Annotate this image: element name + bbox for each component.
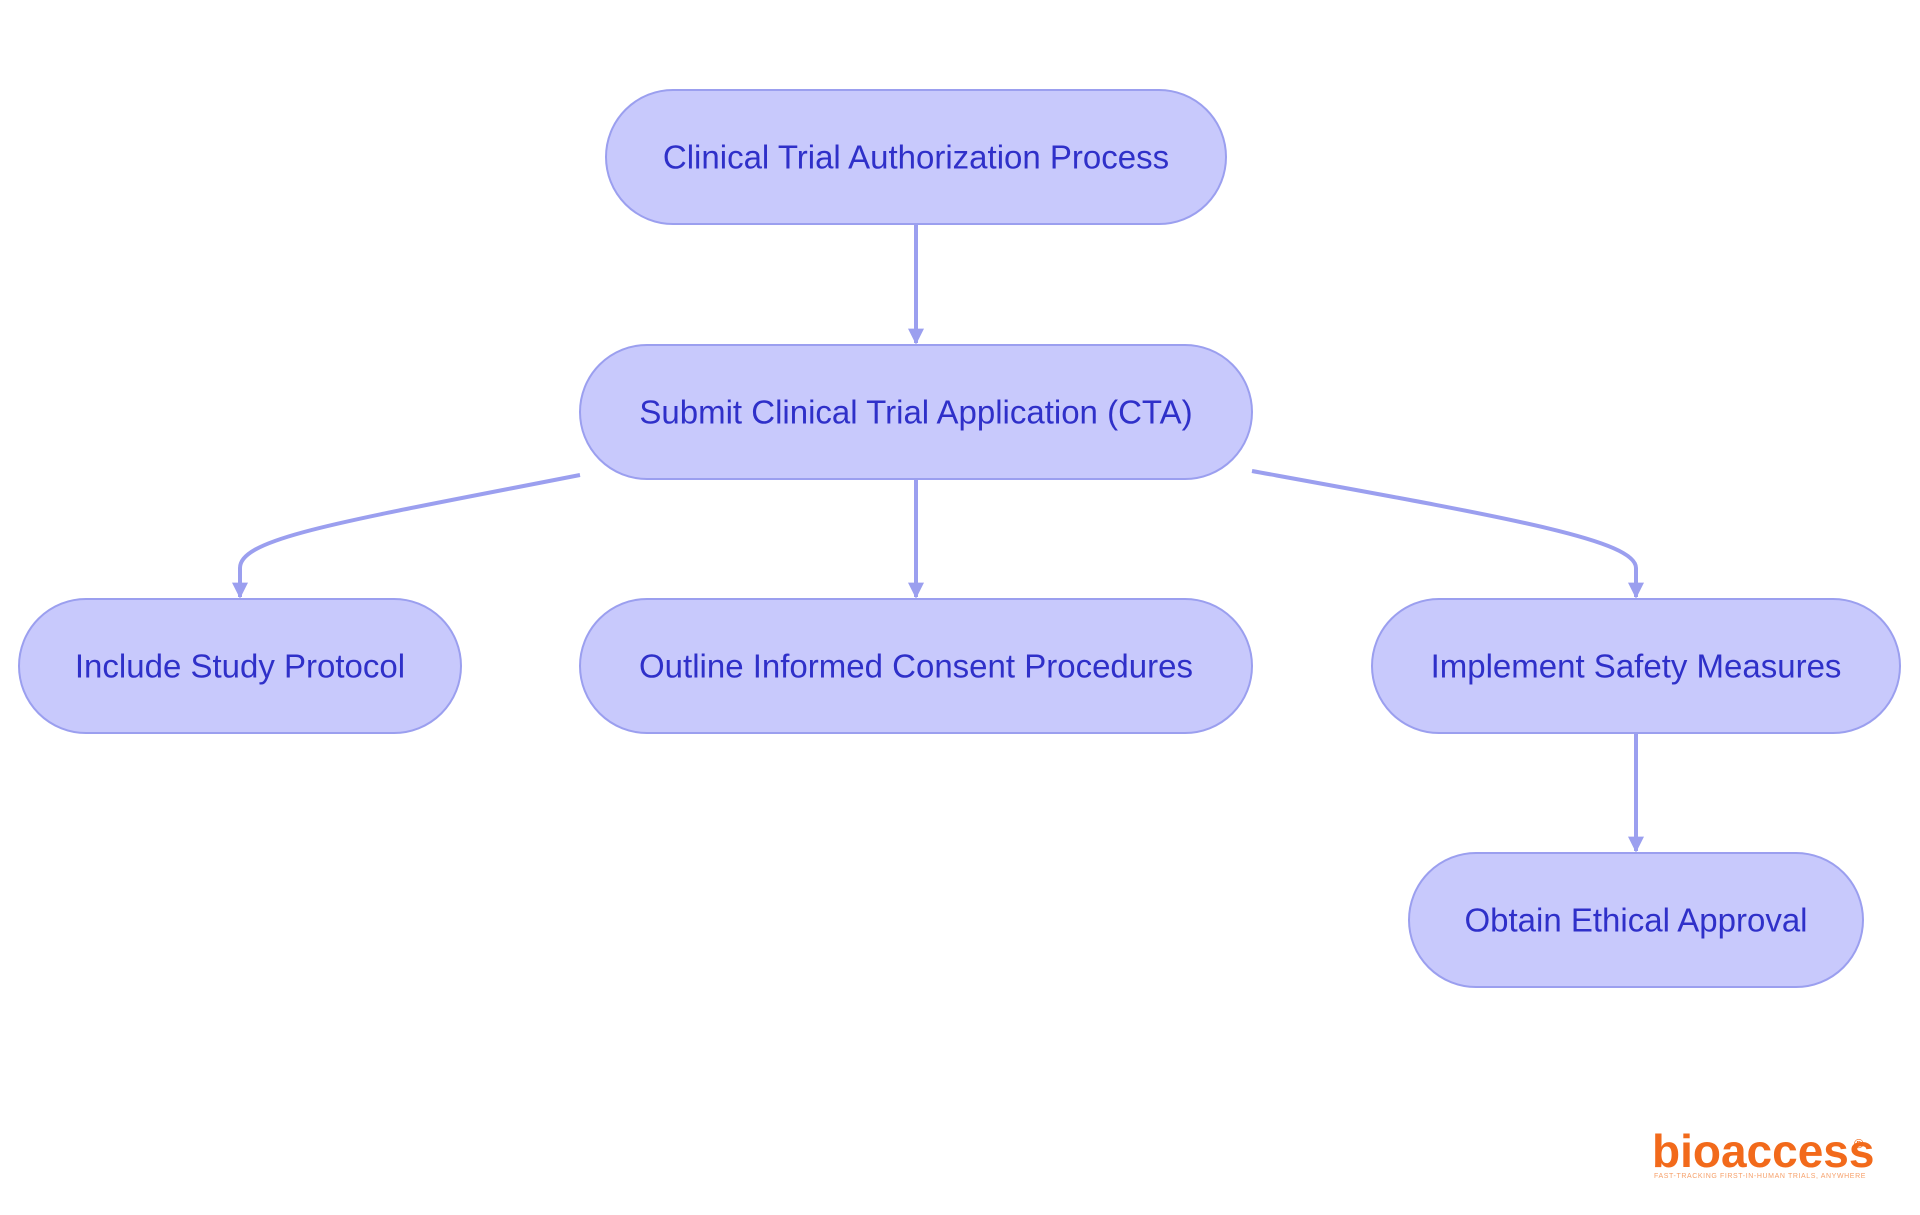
node-box <box>1408 852 1864 988</box>
node-label: Outline Informed Consent Procedures <box>639 648 1193 685</box>
edge-cta-to-protocol <box>232 473 581 599</box>
edge-cta-to-safety <box>1251 469 1644 599</box>
node-submit-cta: Submit Clinical Trial Application (CTA) <box>579 344 1253 480</box>
node-box <box>18 598 462 734</box>
bioaccess-logo: bioaccess ® FAST-TRACKING FIRST-IN-HUMAN… <box>1652 1125 1874 1180</box>
edges <box>232 225 1644 853</box>
node-label: Include Study Protocol <box>75 648 405 685</box>
node-obtain-ethical-approval: Obtain Ethical Approval <box>1408 852 1864 988</box>
node-clinical-trial-authorization-process: Clinical Trial Authorization Process <box>605 89 1227 225</box>
logo-tagline: FAST-TRACKING FIRST-IN-HUMAN TRIALS, ANY… <box>1654 1173 1866 1180</box>
node-box <box>579 344 1253 480</box>
node-outline-informed-consent: Outline Informed Consent Procedures <box>579 598 1253 734</box>
node-implement-safety-measures: Implement Safety Measures <box>1371 598 1901 734</box>
node-label: Implement Safety Measures <box>1431 648 1842 685</box>
node-include-study-protocol: Include Study Protocol <box>18 598 462 734</box>
logo-wordmark: bioaccess <box>1652 1125 1874 1177</box>
registered-mark-icon: ® <box>1854 1136 1864 1151</box>
node-label: Obtain Ethical Approval <box>1464 902 1807 939</box>
node-box <box>579 598 1253 734</box>
node-label: Submit Clinical Trial Application (CTA) <box>639 394 1192 431</box>
node-label: Clinical Trial Authorization Process <box>663 139 1169 176</box>
node-box <box>605 89 1227 225</box>
node-box <box>1371 598 1901 734</box>
